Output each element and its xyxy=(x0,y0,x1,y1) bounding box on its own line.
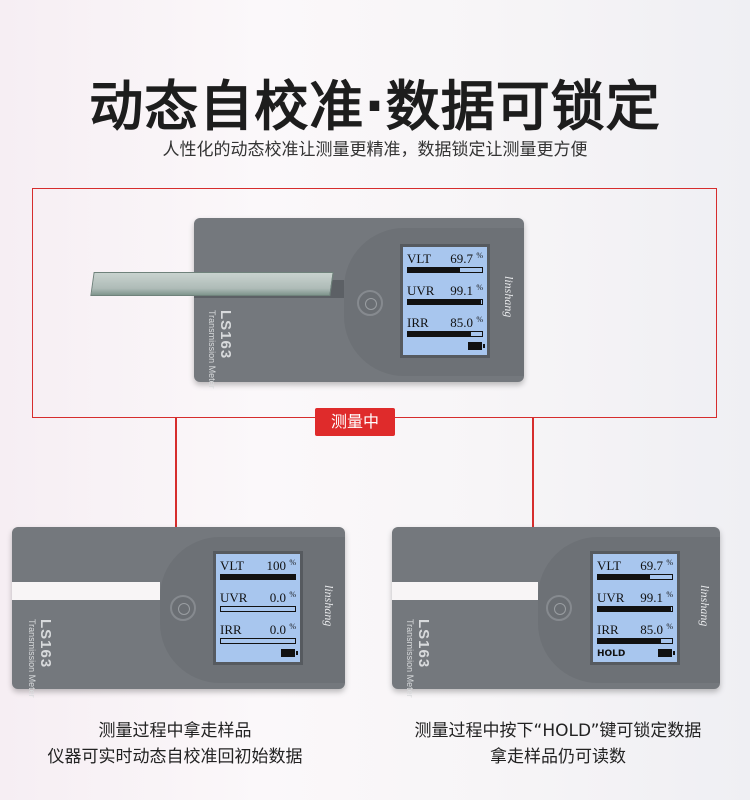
level-bar xyxy=(220,638,296,644)
model-label: LS163 xyxy=(217,310,234,360)
measuring-badge: 测量中 xyxy=(315,408,395,436)
battery-icon xyxy=(281,649,298,657)
lcd-screen: VLT 69.7 % UVR 99.1 % IRR 85.0 % xyxy=(400,244,490,358)
hold-indicator: HOLD xyxy=(597,649,626,659)
meter-right: LS163 Transmission Meter linshang VLT 69… xyxy=(392,527,720,698)
level-bar xyxy=(597,606,673,612)
lcd-screen: VLT 100 % UVR 0.0 % IRR 0.0 % xyxy=(213,551,303,665)
battery-icon xyxy=(658,649,675,657)
connector-line-right xyxy=(532,418,534,528)
meter-top: LS163 Transmission Meter linshang VLT 69… xyxy=(194,218,524,389)
level-bar xyxy=(407,331,483,337)
caption-left-line-2: 仪器可实时动态自校准回初始数据 xyxy=(47,747,303,767)
level-bar xyxy=(220,574,296,580)
page-title: 动态自校准·数据可锁定 xyxy=(89,75,661,138)
hold-button[interactable] xyxy=(546,595,572,621)
device-brand-label: LS163 Transmission Meter xyxy=(207,310,234,389)
connector-line-left xyxy=(175,418,177,528)
level-bar xyxy=(597,638,673,644)
hold-button[interactable] xyxy=(170,595,196,621)
caption-left: 测量过程中拿走样品 仪器可实时动态自校准回初始数据 xyxy=(5,718,345,770)
linshang-logo: linshang xyxy=(698,585,712,627)
device-brand-label: LS163 Transmission Meter xyxy=(405,619,432,698)
level-bar xyxy=(597,574,673,580)
page-subtitle: 人性化的动态校准让测量更精准，数据锁定让测量更方便 xyxy=(162,140,588,160)
device-name-label: Transmission Meter xyxy=(405,619,415,698)
caption-left-line-1: 测量过程中拿走样品 xyxy=(98,721,252,741)
device-name-label: Transmission Meter xyxy=(27,619,37,698)
caption-right-line-1: 测量过程中按下“HOLD”键可锁定数据 xyxy=(414,721,702,741)
caption-right: 测量过程中按下“HOLD”键可锁定数据 拿走样品仍可读数 xyxy=(388,718,728,770)
level-bar xyxy=(407,267,483,273)
sample-slot-empty xyxy=(392,582,538,600)
linshang-logo: linshang xyxy=(322,585,336,627)
sample-slot-empty xyxy=(12,582,160,600)
model-label: LS163 xyxy=(37,619,54,669)
device-name-label: Transmission Meter xyxy=(207,310,217,389)
device-brand-label: LS163 Transmission Meter xyxy=(27,619,54,698)
hold-button[interactable] xyxy=(357,290,383,316)
level-bar xyxy=(407,299,483,305)
level-bar xyxy=(220,606,296,612)
caption-right-line-2: 拿走样品仍可读数 xyxy=(490,747,626,767)
battery-icon xyxy=(468,342,485,350)
lcd-screen: VLT 69.7 % UVR 99.1 % IRR 85.0 % HOLD xyxy=(590,551,680,665)
glass-sample xyxy=(90,272,334,296)
meter-left: LS163 Transmission Meter linshang VLT 10… xyxy=(12,527,345,698)
linshang-logo: linshang xyxy=(502,276,516,318)
model-label: LS163 xyxy=(415,619,432,669)
